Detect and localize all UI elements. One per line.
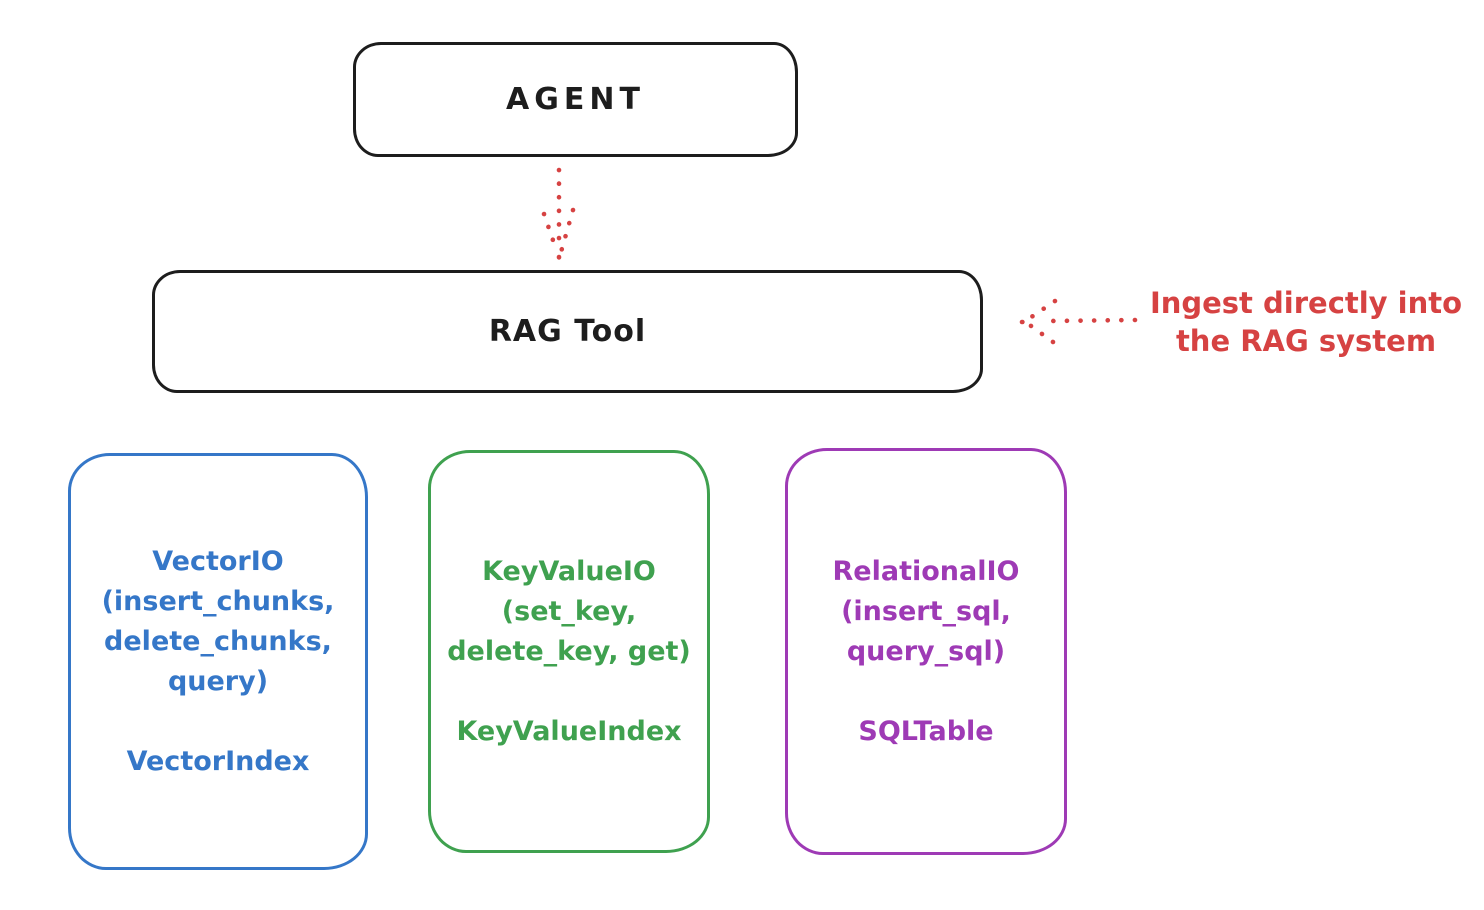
ingest-annotation: Ingest directly into the RAG system bbox=[1138, 284, 1474, 360]
rag-tool-label: RAG Tool bbox=[488, 314, 647, 349]
relationalio-methods-line2: query_sql) bbox=[846, 635, 1006, 667]
sqltable-label: SQLTable bbox=[858, 715, 994, 747]
keyvalueindex-label: KeyValueIndex bbox=[456, 715, 682, 747]
keyvalueio-node: KeyValueIO (set_key, delete_key, get) Ke… bbox=[428, 450, 710, 853]
vectorio-methods-line3: query) bbox=[167, 665, 269, 697]
keyvalueio-methods-line1: (set_key, bbox=[501, 595, 637, 627]
relationalio-methods-line1: (insert_sql, bbox=[841, 595, 1011, 627]
agent-to-ragtool-arrow bbox=[541, 167, 576, 260]
ingest-annotation-line2: the RAG system bbox=[1175, 324, 1437, 358]
rag-tool-node: RAG Tool bbox=[152, 270, 983, 393]
ingest-to-ragtool-arrow bbox=[1019, 298, 1138, 345]
agent-node: AGENT bbox=[353, 42, 798, 157]
ingest-annotation-line1: Ingest directly into bbox=[1149, 286, 1463, 320]
keyvalueio-methods-line2: delete_key, get) bbox=[447, 635, 691, 667]
relationalio-node: RelationalIO (insert_sql, query_sql) SQL… bbox=[785, 448, 1067, 855]
relationalio-title: RelationalIO bbox=[832, 555, 1020, 587]
vectorio-methods-line1: (insert_chunks, bbox=[101, 585, 335, 617]
vectorio-title: VectorIO bbox=[152, 545, 284, 577]
keyvalueio-title: KeyValueIO bbox=[482, 555, 656, 587]
agent-label: AGENT bbox=[506, 82, 645, 117]
vectorio-node: VectorIO (insert_chunks, delete_chunks, … bbox=[68, 453, 368, 870]
vectorio-methods-line2: delete_chunks, bbox=[104, 625, 332, 657]
vectorindex-label: VectorIndex bbox=[126, 745, 310, 777]
